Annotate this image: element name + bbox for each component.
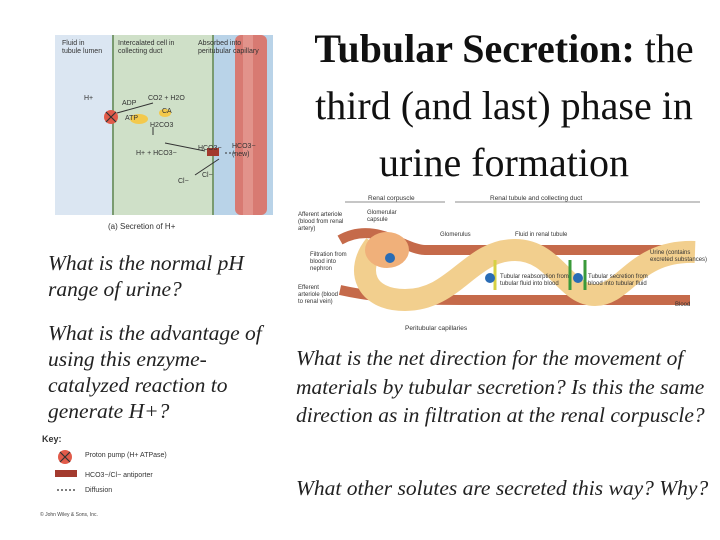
label-atp: ATP	[125, 115, 139, 122]
question-other-solutes: What other solutes are secreted this way…	[296, 476, 709, 500]
question-direction: What is the net direction for the moveme…	[296, 346, 705, 427]
label-urine: Urine (contains excreted substances)	[650, 250, 708, 263]
label-reaction1: CO2 + H2O	[148, 95, 185, 102]
label-capillary: Absorbed into peritubular capillary	[198, 40, 259, 55]
title-bold: Tubular Secretion:	[314, 26, 635, 71]
label-peritubular: Peritubular capillaries	[405, 325, 468, 332]
key-item-proton-pump: Proton pump (H+ ATPase)	[85, 452, 167, 459]
tubule-lumen	[55, 35, 113, 215]
label-reaction2: H2CO3	[150, 122, 174, 129]
label-reabsorption: Tubular reabsorption from tubular fluid …	[500, 274, 569, 287]
label-cl-2: Cl−	[202, 172, 213, 179]
label-renal-corpuscle: Renal corpuscle	[368, 195, 415, 202]
label-glomerular-capsule: Glomerular capsule	[367, 210, 397, 223]
label-lumen: Fluid in tubule lumen	[62, 40, 103, 55]
key-item-antiporter: HCO3−/Cl− antiporter	[85, 472, 153, 479]
key-title: Key:	[42, 434, 62, 444]
label-efferent: Efferent arteriole (blood to renal vein)	[298, 285, 339, 305]
atp-icon	[130, 114, 148, 124]
question-advantage: What is the advantage of using this enzy…	[48, 321, 262, 423]
label-cell: Intercalated cell in collecting duct	[118, 40, 175, 55]
label-adp: ADP	[122, 100, 137, 107]
label-blood: Blood	[675, 302, 691, 308]
key-item-diffusion: Diffusion	[85, 487, 113, 494]
antiporter-icon	[207, 148, 219, 156]
copyright-notice: © John Wiley & Sons, Inc.	[40, 512, 98, 518]
antiporter-key-icon	[55, 470, 77, 477]
key-symbols	[55, 450, 77, 491]
ca-enzyme-icon	[159, 109, 171, 117]
label-afferent: Afferent arteriole (blood from renal art…	[298, 212, 344, 232]
renal-tubule	[354, 238, 696, 312]
label-hplus: H+	[84, 95, 94, 102]
label-hco3-new: HCO3− (new)	[232, 143, 256, 158]
label-cl-1: Cl−	[178, 178, 189, 185]
label-reaction3: H+ + HCO3−	[136, 150, 177, 157]
nephron-figure	[337, 201, 700, 312]
intercalated-cell	[113, 35, 213, 215]
label-secretion: Tubular secretion from blood into tubula…	[588, 274, 648, 287]
label-fluid: Fluid in renal tubule	[515, 232, 568, 238]
label-hco3: HCO3−	[198, 145, 222, 152]
question-ph: What is the normal pH range of urine?	[48, 251, 244, 301]
page-title: Tubular Secretion: the third (and last) …	[288, 20, 720, 191]
title-rest: the third (and last) phase in urine form…	[315, 26, 694, 185]
figure-caption: (a) Secretion of H+	[108, 222, 176, 231]
label-ca: CA	[162, 108, 172, 115]
hplus-secretion-figure	[55, 35, 273, 215]
glomerulus-icon	[365, 232, 409, 268]
label-renal-tubule-header: Renal tubule and collecting duct	[490, 195, 583, 202]
label-glomerulus: Glomerulus	[440, 232, 471, 238]
label-filtration: Filtration from blood into nephron	[310, 252, 347, 272]
